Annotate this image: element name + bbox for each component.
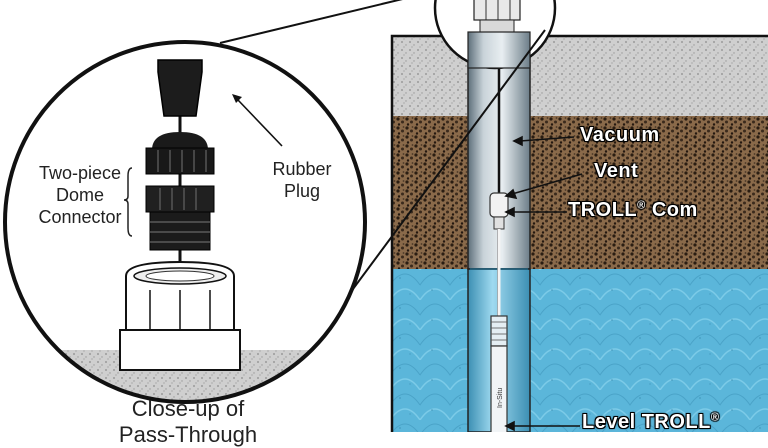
level-troll-name: Level TROLL (582, 411, 711, 433)
closeup-caption-line-1: Close-up of (131, 396, 245, 421)
troll-com-label: TROLL® Com (568, 199, 698, 222)
magnified-region-marker (433, 0, 557, 70)
rubber-plug-line-2: Plug (283, 181, 321, 201)
dome-connector-bracket (123, 167, 133, 237)
rubber-plug (157, 59, 203, 117)
troll-com-name: TROLL (568, 199, 638, 221)
closeup-circle (3, 40, 367, 404)
closeup-caption: Close-up of Pass-Through (88, 396, 288, 448)
rubber-plug-label: Rubber Plug (262, 158, 342, 202)
troll-com-device (489, 192, 509, 318)
dome-connector-line-2: Dome (55, 185, 104, 205)
troll-com-registered: ® (637, 199, 646, 212)
dome-body (145, 185, 215, 251)
vent-label: Vent (594, 160, 639, 182)
ground-cross-section (390, 34, 768, 432)
dome-cap (145, 132, 215, 175)
gravel-layer (392, 116, 768, 269)
pipe-coupling (125, 260, 235, 331)
level-troll-label: Level TROLL® (582, 411, 719, 434)
sensor-brand-text: In-Situ (497, 388, 504, 408)
rubber-plug-line-1: Rubber (272, 159, 332, 179)
dome-connector-line-1: Two-piece (38, 163, 122, 183)
dome-connector-label: Two-piece Dome Connector (34, 162, 126, 228)
zoom-line-bottom (329, 29, 546, 321)
zoom-line-top (219, 0, 403, 44)
closeup-caption-line-2: Pass-Through (118, 422, 258, 447)
vacuum-label: Vacuum (580, 124, 660, 146)
label-leaders (504, 135, 583, 432)
well-diagram: In-Situ (3, 0, 768, 432)
level-troll-sensor: In-Situ (490, 315, 508, 432)
water-layer (392, 269, 768, 432)
dome-connector-line-3: Connector (38, 207, 122, 227)
topsoil-layer (392, 36, 768, 116)
level-troll-registered: ® (710, 411, 720, 424)
troll-com-suffix: Com (645, 199, 698, 221)
